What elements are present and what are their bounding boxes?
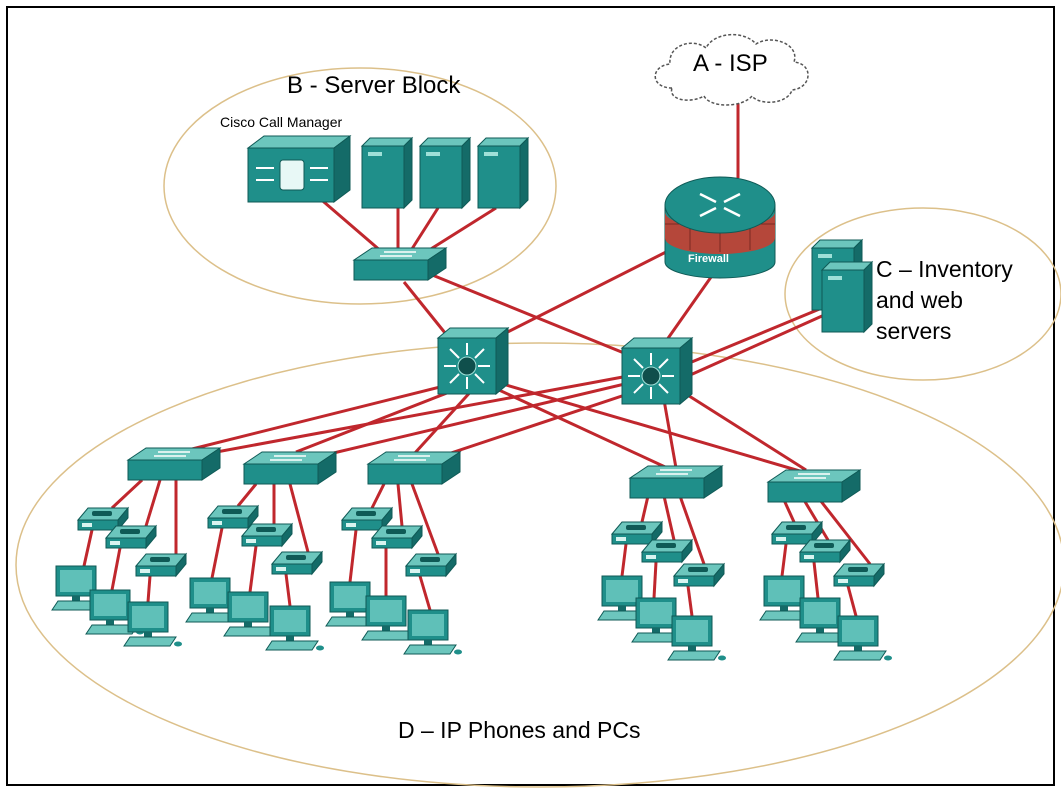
isp-label: A - ISP [693, 50, 768, 77]
pc-icon [833, 615, 893, 661]
ip-phone-icon [405, 553, 457, 577]
ip-phone-icon [135, 553, 187, 577]
web-server-icon [821, 261, 873, 333]
pcs [51, 565, 893, 661]
access-switch-icon [243, 451, 337, 485]
access-switch-icon [629, 465, 723, 499]
ip-phone-icon [673, 563, 725, 587]
pc-icon [265, 605, 325, 651]
firewall-router-icon [664, 176, 776, 279]
ip-phone-icon [105, 525, 157, 549]
access-switch-icon [767, 469, 861, 503]
ip-phone-icon [641, 539, 693, 563]
server-block-switch-icon [353, 247, 447, 281]
ip-phone-icon [371, 525, 423, 549]
isp-cloud-icon [654, 33, 809, 106]
server-icon [419, 137, 471, 209]
multilayer-switch-icon [437, 327, 509, 395]
ip-phone-icon [271, 551, 323, 575]
pc-icon [667, 615, 727, 661]
ip-phone-icon [241, 523, 293, 547]
ip-phone-icon [207, 505, 259, 529]
pc-icon [123, 601, 183, 647]
ip-phone-icon [799, 539, 851, 563]
call-manager-label: Cisco Call Manager [220, 114, 343, 130]
server-icon [477, 137, 529, 209]
server-block-zone [163, 67, 557, 305]
access-switch-icon [367, 451, 461, 485]
access-switch-icon [127, 447, 221, 481]
call-manager-icon [246, 135, 352, 203]
pc-icon [403, 609, 463, 655]
phones-pcs-label: D – IP Phones and PCs [398, 717, 641, 743]
ip-phones [77, 505, 885, 587]
multilayer-switch-icon [621, 337, 693, 405]
inventory-zone [784, 207, 1061, 381]
server-block-label: B - Server Block [287, 72, 461, 99]
firewall-label: Firewall [688, 253, 729, 265]
phones-pcs-zone [15, 342, 1061, 788]
inventory-label: C – Inventory and web servers [876, 256, 1013, 344]
server-icon [361, 137, 413, 209]
ip-phone-icon [833, 563, 885, 587]
